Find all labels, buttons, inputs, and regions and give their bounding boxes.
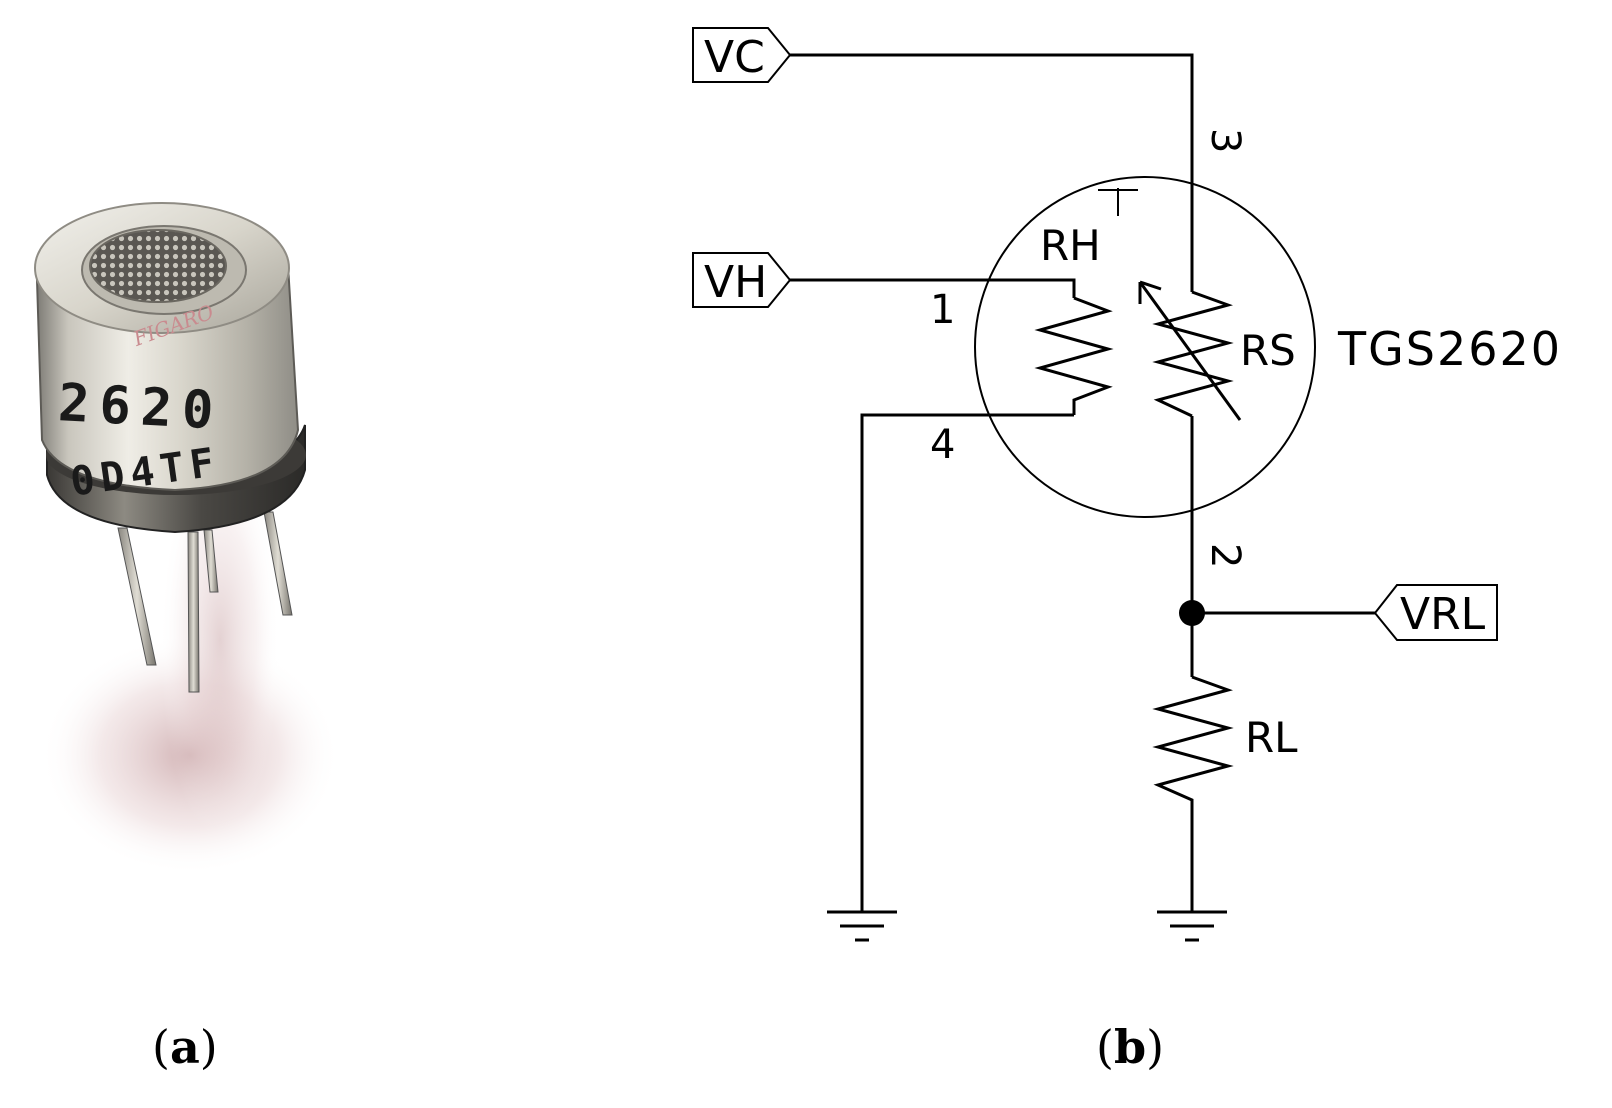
port-vc-label: VC <box>704 32 765 83</box>
wire-vh <box>790 278 1076 298</box>
circuit-schematic: VC VH VRL <box>692 27 1562 942</box>
ground-symbol-heater <box>827 910 897 942</box>
caption-a: (a) <box>152 1020 218 1074</box>
part-number-label: TGS2620 <box>1337 322 1562 376</box>
port-vc: VC <box>692 27 792 83</box>
resistor-rl <box>1152 675 1234 912</box>
heater-label: RH <box>1040 221 1101 270</box>
ground-symbol-rl <box>1157 910 1227 942</box>
sensing-resistor-label: RS <box>1240 326 1296 375</box>
resistor-rs <box>1152 290 1234 418</box>
sensor-package-outline <box>974 176 1316 518</box>
sensor-marking-line1: 2620 <box>57 373 225 442</box>
port-vh-label: VH <box>704 257 767 308</box>
resistor-rh <box>1034 296 1114 415</box>
pin-1-label: 1 <box>930 287 955 333</box>
pin-2-label: 2 <box>1202 543 1248 568</box>
sensor-photo: 2620 0D4TF FIGARO <box>34 202 340 875</box>
wire-gnd-heater <box>860 413 1074 912</box>
sensor-pin <box>263 511 293 616</box>
resistor-rs-arrow <box>1138 281 1242 421</box>
sensor-pin <box>117 527 157 666</box>
wire-vc <box>790 53 1194 292</box>
sensor-pin <box>203 529 219 593</box>
sensor-pin <box>187 531 200 693</box>
pin-4-label: 4 <box>930 422 955 468</box>
junction-dot <box>1179 600 1205 626</box>
sensor-mesh <box>89 229 227 303</box>
sensor-pins <box>117 511 293 693</box>
load-resistor-label: RL <box>1245 713 1298 762</box>
origin-mark <box>1098 188 1138 216</box>
port-vrl-label: VRL <box>1400 589 1486 640</box>
port-vh: VH <box>692 252 792 308</box>
port-vrl: VRL <box>1373 584 1498 641</box>
pin-3-label: 3 <box>1202 128 1248 153</box>
caption-b: (b) <box>1096 1020 1164 1074</box>
